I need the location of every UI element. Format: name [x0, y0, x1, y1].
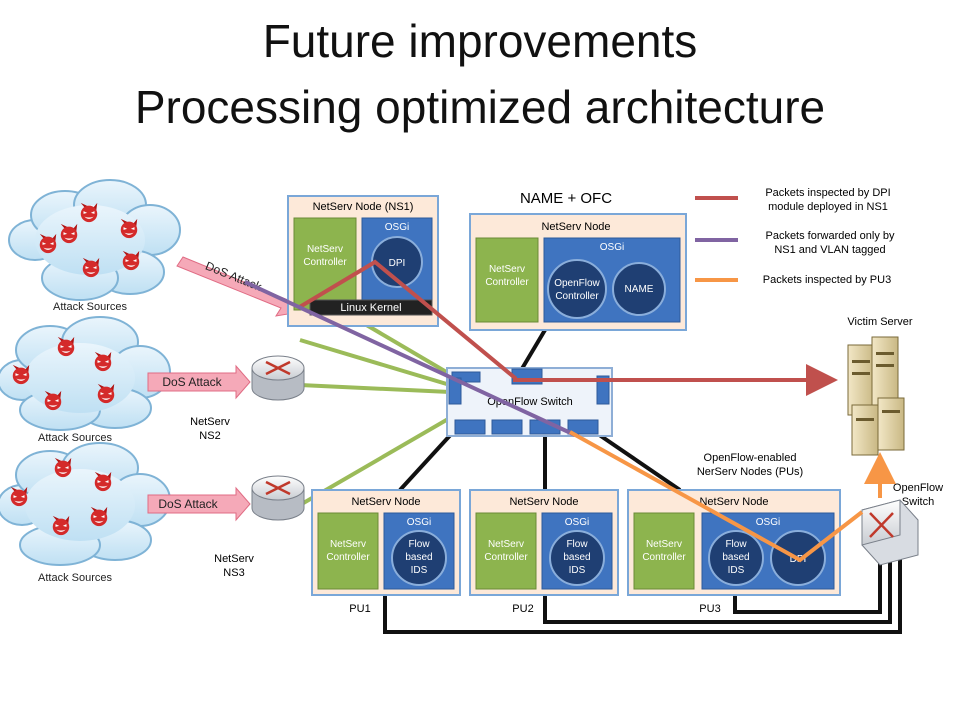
- pu2-node-title: NetServ Node: [509, 496, 578, 508]
- pu1-label: PU1: [349, 603, 370, 615]
- router-ns3-icon: [251, 475, 305, 521]
- name-controller-line1: NetServ: [489, 264, 525, 275]
- dos-arrow-2: DoS Attack: [147, 364, 251, 400]
- openflow-switch2-line1: OpenFlow: [893, 482, 943, 494]
- legend: Packets inspected by DPI module deployed…: [695, 187, 895, 286]
- pu1-ids-line3: IDS: [411, 565, 428, 576]
- pu3-osgi-label: OSGi: [756, 517, 780, 528]
- victim-server-icon: [847, 336, 905, 456]
- pu3-node: NetServ Node NetServ Controller OSGi Flo…: [627, 489, 841, 596]
- pu1-controller-line1: NetServ: [330, 539, 366, 550]
- linux-kernel-label: Linux Kernel: [340, 302, 401, 314]
- red-path-dpi-ns1: [296, 259, 838, 396]
- pu1-ids-line1: Flow: [408, 539, 430, 550]
- router-ns2-icon: [251, 355, 305, 401]
- openflow-switch2-line2: Switch: [902, 496, 934, 508]
- pu2-node: NetServ Node NetServ Controller OSGi Flo…: [469, 489, 619, 596]
- ns1-dpi-label: DPI: [389, 258, 406, 269]
- openflow-switch-right-icon: [861, 499, 919, 566]
- pu3-node-title: NetServ Node: [699, 496, 768, 508]
- dos-arrow-1: DoS Attack: [176, 256, 301, 317]
- name-osgi-label: OSGi: [600, 242, 624, 253]
- pu3-controller-line1: NetServ: [646, 539, 682, 550]
- attack-cloud-1: [8, 179, 181, 301]
- title-line-2: Processing optimized architecture: [134, 81, 826, 133]
- legend-purple-line1: Packets forwarded only by: [765, 230, 895, 242]
- pu3-label: PU3: [699, 603, 720, 615]
- pu2-ids-line2: based: [563, 552, 590, 563]
- attack-cloud-3: [0, 442, 171, 566]
- dos-attack-label-3: DoS Attack: [158, 497, 218, 511]
- name-controller-line2: Controller: [485, 277, 529, 288]
- legend-orange-line1: Packets inspected by PU3: [763, 274, 891, 286]
- pu2-controller-line2: Controller: [484, 552, 528, 563]
- attack-sources-label-1: Attack Sources: [53, 301, 127, 313]
- pu2-ids-line3: IDS: [569, 565, 586, 576]
- black-links: [383, 328, 902, 634]
- pu1-osgi-label: OSGi: [407, 517, 431, 528]
- victim-server-label: Victim Server: [847, 316, 913, 328]
- ofc-label-line2: Controller: [555, 291, 599, 302]
- ns2-label-line2: NS2: [199, 430, 220, 442]
- ns1-controller-line1: NetServ: [307, 244, 343, 255]
- ns1-controller-line2: Controller: [303, 257, 347, 268]
- name-ofc-label: NAME + OFC: [520, 190, 612, 207]
- orange-path-pu3: [569, 430, 864, 563]
- title-line-1: Future improvements: [262, 15, 698, 67]
- pu3-controller-line2: Controller: [642, 552, 686, 563]
- ns2-label-line1: NetServ: [190, 416, 230, 428]
- pu2-controller-line1: NetServ: [488, 539, 524, 550]
- ofc-label-line1: OpenFlow: [554, 278, 600, 289]
- pu1-node: NetServ Node NetServ Controller OSGi Flo…: [311, 489, 461, 596]
- legend-red-line1: Packets inspected by DPI: [765, 187, 890, 199]
- name-ofc-node: NetServ Node NetServ Controller OSGi Ope…: [469, 213, 687, 331]
- pu2-osgi-label: OSGi: [565, 517, 589, 528]
- attack-sources-label-2: Attack Sources: [38, 432, 112, 444]
- pu1-ids-line2: based: [405, 552, 432, 563]
- purple-path-vlan: [244, 280, 576, 437]
- ns3-label-line1: NetServ: [214, 553, 254, 565]
- name-node-title: NetServ Node: [541, 221, 610, 233]
- ns1-osgi-label: OSGi: [385, 222, 409, 233]
- ns3-label-line2: NS3: [223, 567, 244, 579]
- ns1-node: NetServ Node (NS1) NetServ Controller OS…: [287, 195, 439, 327]
- pu3-ids-line1: Flow: [725, 539, 747, 550]
- pu-caption-line2: NerServ Nodes (PUs): [697, 466, 803, 478]
- attack-sources-label-3: Attack Sources: [38, 572, 112, 584]
- pu-caption-line1: OpenFlow-enabled: [704, 452, 797, 464]
- pu3-ids-line3: IDS: [728, 565, 745, 576]
- legend-purple-line2: NS1 and VLAN tagged: [774, 244, 885, 256]
- attack-cloud-2: [0, 316, 171, 431]
- name-module-label: NAME: [625, 284, 654, 295]
- dos-attack-label-2: DoS Attack: [162, 375, 222, 389]
- dos-arrow-3: DoS Attack: [147, 486, 251, 522]
- pu2-label: PU2: [512, 603, 533, 615]
- pu2-ids-line1: Flow: [566, 539, 588, 550]
- legend-red-line2: module deployed in NS1: [768, 201, 888, 213]
- pu1-node-title: NetServ Node: [351, 496, 420, 508]
- pu1-controller-line2: Controller: [326, 552, 370, 563]
- pu3-ids-line2: based: [722, 552, 749, 563]
- ns1-node-title: NetServ Node (NS1): [313, 201, 414, 213]
